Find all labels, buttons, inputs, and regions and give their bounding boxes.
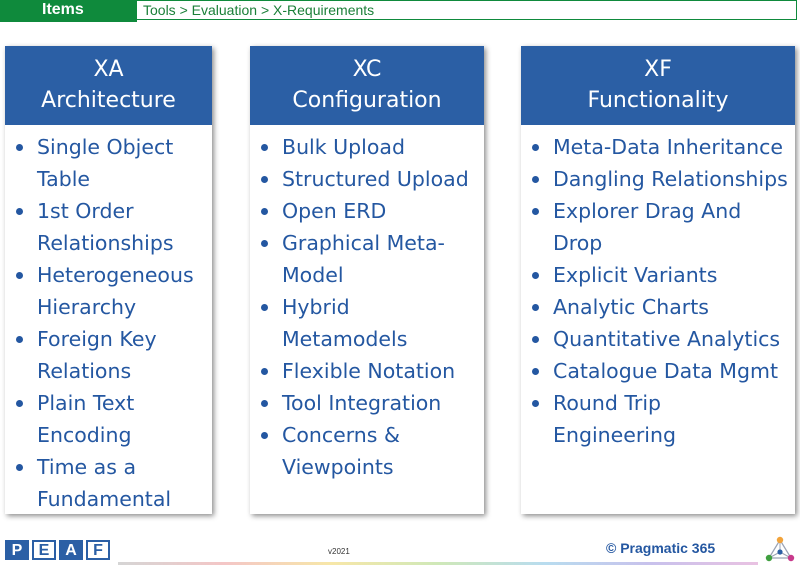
card-header: XF Functionality xyxy=(521,46,795,125)
list-item-text: Flexible Notation xyxy=(282,359,456,383)
list-item: Time as a Fundamental xyxy=(5,451,212,515)
list-item-text: Tool Integration xyxy=(282,391,442,415)
peaf-letter: P xyxy=(5,540,29,560)
list-item-text: Heterogeneous xyxy=(37,263,194,287)
list-item-text: Bulk Upload xyxy=(282,135,405,159)
list-item-text: Hierarchy xyxy=(37,295,137,319)
list-item-text: Foreign Key xyxy=(37,327,157,351)
list-item-text: Explorer Drag And xyxy=(553,199,742,223)
list-item-text: Structured Upload xyxy=(282,167,469,191)
items-tab[interactable]: Items xyxy=(0,0,137,22)
list-item-text: Meta-Data Inheritance xyxy=(553,135,784,159)
brand-name: © Pragmatic 365 xyxy=(606,540,716,556)
card-title: Architecture xyxy=(41,88,176,113)
list-item-text: Viewpoints xyxy=(282,455,394,479)
card-title: Functionality xyxy=(587,88,729,113)
list-item-text: Quantitative Analytics xyxy=(553,327,781,351)
list-item: Graphical Meta- Model xyxy=(250,227,484,291)
list-item-text: Open ERD xyxy=(282,199,387,223)
list-item: Tool Integration xyxy=(250,387,484,419)
peaf-letter: E xyxy=(32,540,56,560)
list-item: Structured Upload xyxy=(250,163,484,195)
list-item-text: Dangling Relationships xyxy=(553,167,788,191)
list-item-text: Time as a xyxy=(37,455,137,479)
list-item: Concerns & Viewpoints xyxy=(250,419,484,483)
version-label: v2021 xyxy=(328,547,350,556)
list-item-text: Engineering xyxy=(553,423,676,447)
list-item-text: 1st Order xyxy=(37,199,134,223)
list-item-text: Graphical Meta- xyxy=(282,231,445,255)
list-item-text: Hybrid xyxy=(282,295,350,319)
peaf-letter: F xyxy=(86,540,110,560)
card-header: XA Architecture xyxy=(5,46,212,125)
list-item: Meta-Data Inheritance xyxy=(521,131,795,163)
card-code: XA xyxy=(93,57,124,82)
list-item-text: Encoding xyxy=(37,423,132,447)
top-bar: Items Tools > Evaluation > X-Requirement… xyxy=(0,0,800,22)
card-title: Configuration xyxy=(292,88,442,113)
list-item-text: Catalogue Data Mgmt xyxy=(553,359,779,383)
list-item-text: Table xyxy=(37,167,91,191)
peaf-letter: A xyxy=(59,540,83,560)
list-item: Explicit Variants xyxy=(521,259,795,291)
breadcrumb-separator: > xyxy=(179,2,188,18)
breadcrumb: Tools > Evaluation > X-Requirements xyxy=(137,0,797,20)
list-item: Quantitative Analytics xyxy=(521,323,795,355)
list-item-text: Concerns & xyxy=(282,423,400,447)
card-code: XC xyxy=(352,57,382,82)
list-item: Analytic Charts xyxy=(521,291,795,323)
list-item-text: Explicit Variants xyxy=(553,263,718,287)
breadcrumb-evaluation[interactable]: Evaluation xyxy=(191,2,258,18)
list-item-text: Analytic Charts xyxy=(553,295,709,319)
footer-gradient-line xyxy=(118,562,758,565)
breadcrumb-x-requirements[interactable]: X-Requirements xyxy=(273,2,375,18)
card-header: XC Configuration xyxy=(250,46,484,125)
list-item-text: Relationships xyxy=(37,231,174,255)
list-item-text: Drop xyxy=(553,231,603,255)
list-item: Flexible Notation xyxy=(250,355,484,387)
list-item-text: Metamodels xyxy=(282,327,408,351)
list-item-text: Fundamental xyxy=(37,487,172,511)
list-item: Bulk Upload xyxy=(250,131,484,163)
list-item-text: Round Trip xyxy=(553,391,662,415)
list-item-text: Relations xyxy=(37,359,132,383)
list-item-text: Single Object xyxy=(37,135,174,159)
pragmatic-logo-icon xyxy=(765,536,795,562)
breadcrumb-separator: > xyxy=(260,2,270,18)
list-item: Open ERD xyxy=(250,195,484,227)
breadcrumb-tools[interactable]: Tools xyxy=(143,2,176,18)
list-item: Catalogue Data Mgmt xyxy=(521,355,795,387)
list-item: Dangling Relationships xyxy=(521,163,795,195)
list-item-text: Model xyxy=(282,263,344,287)
card-code: XF xyxy=(644,57,672,82)
list-item-text: Plain Text xyxy=(37,391,135,415)
peaf-logo: P E A F xyxy=(5,540,110,560)
